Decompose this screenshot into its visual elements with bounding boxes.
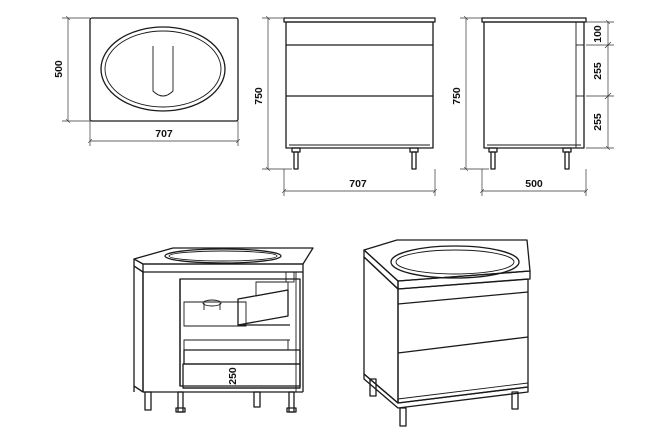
front-width-label: 707 [349, 178, 367, 190]
open-countertop-top [133, 247, 314, 265]
top-view: 707 500 [53, 18, 238, 146]
drawer-middle-label: 255 [592, 62, 604, 80]
closed-drawer-line-1 [397, 291, 529, 305]
open-cabinet-view: 250 [133, 247, 314, 413]
front-view: 750 707 [253, 18, 435, 196]
closed-drawer-line-2 [397, 336, 529, 354]
open-countertop-front [142, 263, 304, 273]
countertop-outline [89, 17, 239, 122]
side-carcass [483, 21, 585, 149]
closed-leg-back-left [369, 378, 377, 397]
closed-cabinet-view [363, 239, 531, 427]
side-leg-right [564, 151, 570, 170]
drawer-top-label: 100 [592, 25, 604, 43]
front-carcass [285, 21, 434, 149]
side-height-label: 750 [451, 87, 463, 105]
top-width-label: 707 [155, 128, 173, 140]
side-leg-left [490, 151, 496, 170]
open-upper-drawer-side [237, 289, 289, 326]
open-left-panel [133, 265, 144, 393]
open-leg-front-left [144, 391, 152, 411]
drawer-bottom-label: 255 [592, 113, 604, 131]
open-leg-front-right [288, 391, 295, 413]
front-height-label: 750 [253, 87, 265, 105]
front-leg-right [411, 151, 417, 170]
sink-bowl-inner [104, 30, 222, 108]
open-siphon [202, 299, 222, 307]
open-leg-back-right [253, 391, 261, 408]
plinth-height-label: 250 [227, 367, 239, 385]
open-interior-frame [179, 278, 301, 387]
closed-sink-rim [390, 245, 520, 279]
open-leg-mid-left [177, 391, 184, 413]
open-hinge [285, 271, 295, 283]
closed-leg-front-left [399, 407, 407, 427]
side-depth-label: 500 [525, 178, 543, 190]
open-sink-rim [164, 248, 282, 264]
top-depth-label: 500 [53, 60, 65, 78]
open-lower-drawer-back [183, 339, 289, 351]
closed-side-panel [363, 256, 399, 404]
closed-leg-front-right [511, 391, 519, 410]
side-view: 750 500 100 255 255 [451, 18, 614, 196]
drain-channel [152, 46, 174, 97]
open-lower-drawer-front [183, 349, 301, 365]
closed-base [363, 373, 529, 409]
front-leg-left [293, 151, 299, 170]
open-upper-drawer-left [183, 301, 247, 327]
plinth-hatched-area [182, 363, 301, 389]
sink-bowl-outline [100, 26, 226, 112]
